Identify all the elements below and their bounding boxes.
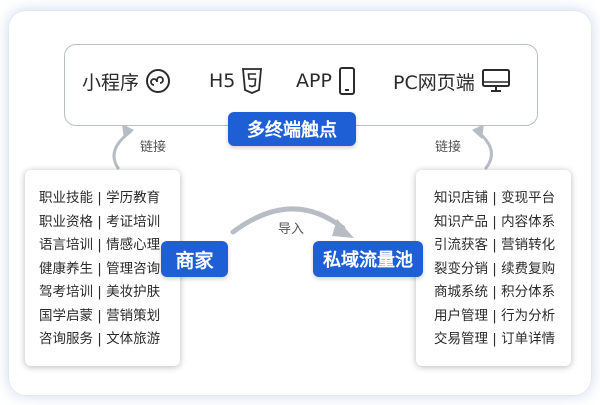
list-item: 引流获客 | 营销转化: [434, 237, 556, 253]
import-arrow: [230, 206, 346, 235]
list-item: 交易管理 | 订单详情: [434, 331, 556, 347]
monitor-icon: [481, 69, 510, 92]
channel-label: PC网页端: [393, 71, 475, 94]
right-link-arrowhead: [472, 124, 484, 139]
channel-label: H5: [209, 70, 236, 92]
private-domain-title: 私域流量池: [313, 241, 423, 277]
private-domain-features-list: 知识店铺 | 变现平台 知识产品 | 内容体系 引流获客 | 营销转化 裂变分销…: [416, 170, 571, 352]
list-item: 职业资格 | 考证培训: [39, 213, 161, 230]
channel-app: APP: [296, 64, 356, 98]
list-item: 驾考培训 | 美妆护肤: [39, 284, 161, 300]
list-item: 健康养生 | 管理咨询: [39, 260, 161, 277]
merchant-title: 商家: [161, 241, 228, 277]
merchant-categories-list: 职业技能 | 学历教育 职业资格 | 考证培训 语言培训 | 情感心理 健康养生…: [25, 170, 180, 352]
right-link-arrow: [476, 130, 493, 170]
smartphone-icon: [338, 67, 355, 95]
channel-h5: H5: [209, 64, 263, 98]
left-link-arrowhead: [122, 124, 134, 139]
list-item: 咨询服务 | 文体旅游: [39, 331, 161, 347]
merchant-categories-card: 职业技能 | 学历教育 职业资格 | 考证培训 语言培训 | 情感心理 健康养生…: [25, 170, 180, 366]
list-item: 知识产品 | 内容体系: [434, 213, 556, 230]
channel-label: APP: [296, 70, 332, 92]
html5-icon: [242, 68, 263, 94]
import-arrowhead: [332, 219, 354, 238]
left-link-arrow: [112, 130, 132, 170]
channel-pc-web: PC网页端: [393, 64, 511, 98]
private-domain-features-card: 知识店铺 | 变现平台 知识产品 | 内容体系 引流获客 | 营销转化 裂变分销…: [416, 170, 571, 366]
channel-mini-program: 小程序: [82, 64, 171, 98]
channel-label: 小程序: [82, 71, 140, 94]
mini-program-icon: [146, 69, 171, 93]
list-item: 国学启蒙 | 营销策划: [39, 307, 161, 324]
list-item: 知识店铺 | 变现平台: [434, 190, 556, 206]
link-label-left: 链接: [140, 140, 167, 155]
list-item: 职业技能 | 学历教育: [39, 190, 161, 206]
link-label-right: 链接: [435, 140, 462, 155]
list-item: 语言培训 | 情感心理: [39, 237, 161, 253]
list-item: 用户管理 | 行为分析: [434, 307, 556, 324]
import-label: 导入: [278, 222, 305, 237]
list-item: 裂变分销 | 续费复购: [434, 260, 556, 277]
list-item: 商城系统 | 积分体系: [434, 284, 556, 300]
touchpoints-title: 多终端触点: [228, 112, 356, 146]
